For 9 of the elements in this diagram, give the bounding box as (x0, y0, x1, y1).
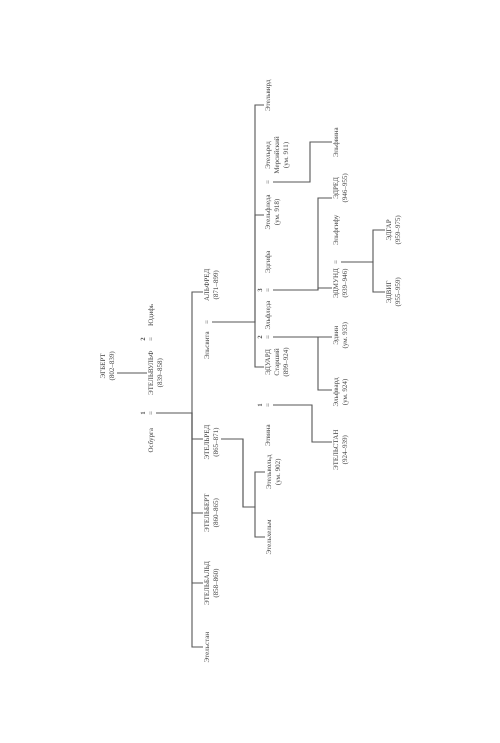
descent-line (212, 321, 264, 368)
descent-line (273, 336, 332, 391)
descent-line (273, 404, 332, 443)
descent-line (273, 197, 332, 291)
descent-line (156, 412, 203, 648)
descent-line (273, 141, 332, 183)
descent-line (341, 261, 385, 293)
descent-line (221, 438, 265, 538)
descent-line (117, 372, 147, 374)
